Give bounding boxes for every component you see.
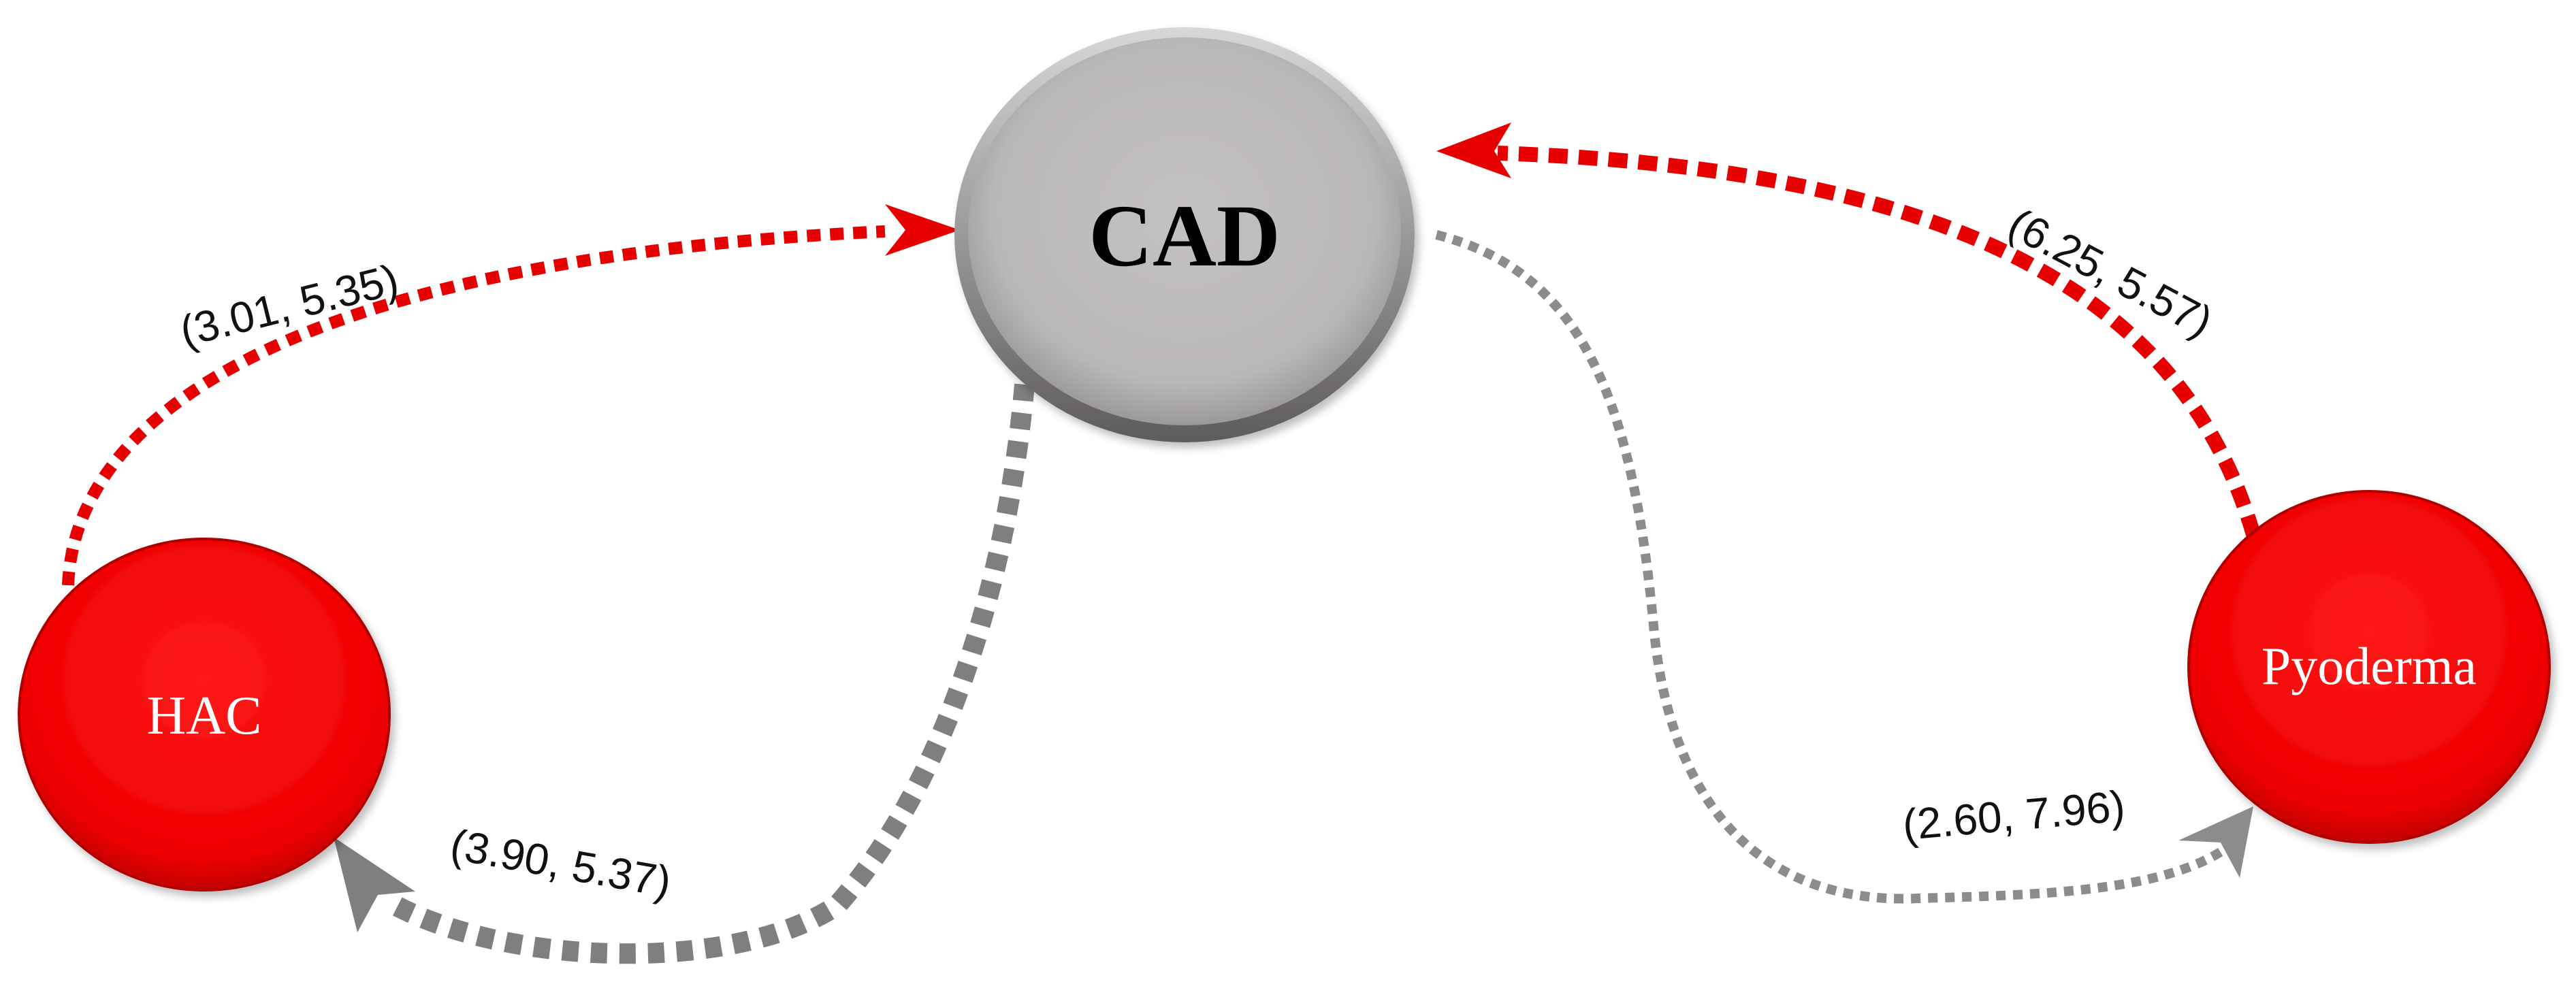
node-hac-body [18, 538, 391, 891]
edge-cad-to-hac-arrowhead [334, 837, 415, 932]
node-cad-body [968, 37, 1401, 425]
node-pyoderma-label: Pyoderma [2261, 636, 2477, 695]
edge-cad-to-hac [334, 383, 1035, 964]
edge-cad-to-hac-label: (3.90, 5.37) [447, 819, 675, 906]
edge-cad-to-pyoderma-label: (2.60, 7.96) [1901, 781, 2127, 849]
node-cad [954, 27, 1415, 442]
edge-hac-to-cad-arrowhead [885, 204, 960, 256]
edge-hac-to-cad-line [62, 225, 886, 586]
edge-pyoderma-to-cad-line [1497, 146, 2261, 537]
edge-pyoderma-to-cad [1436, 122, 2261, 537]
node-cad-label: CAD [1089, 187, 1281, 285]
node-pyoderma-body [2187, 490, 2551, 844]
node-hac-label: HAC [147, 686, 262, 746]
edge-hac-to-cad [62, 204, 960, 586]
edge-cad-to-pyoderma-line [1435, 230, 2225, 904]
edge-pyoderma-to-cad-arrowhead [1436, 122, 1511, 178]
edge-cad-to-hac-line [389, 383, 1035, 964]
edge-cad-to-pyoderma [1435, 230, 2253, 904]
node-pyoderma [2187, 490, 2551, 844]
node-hac [18, 538, 391, 891]
edge-cad-to-pyoderma-arrowhead [2178, 806, 2253, 878]
edge-pyoderma-to-cad-label: (6.25, 5.57) [2001, 199, 2221, 346]
